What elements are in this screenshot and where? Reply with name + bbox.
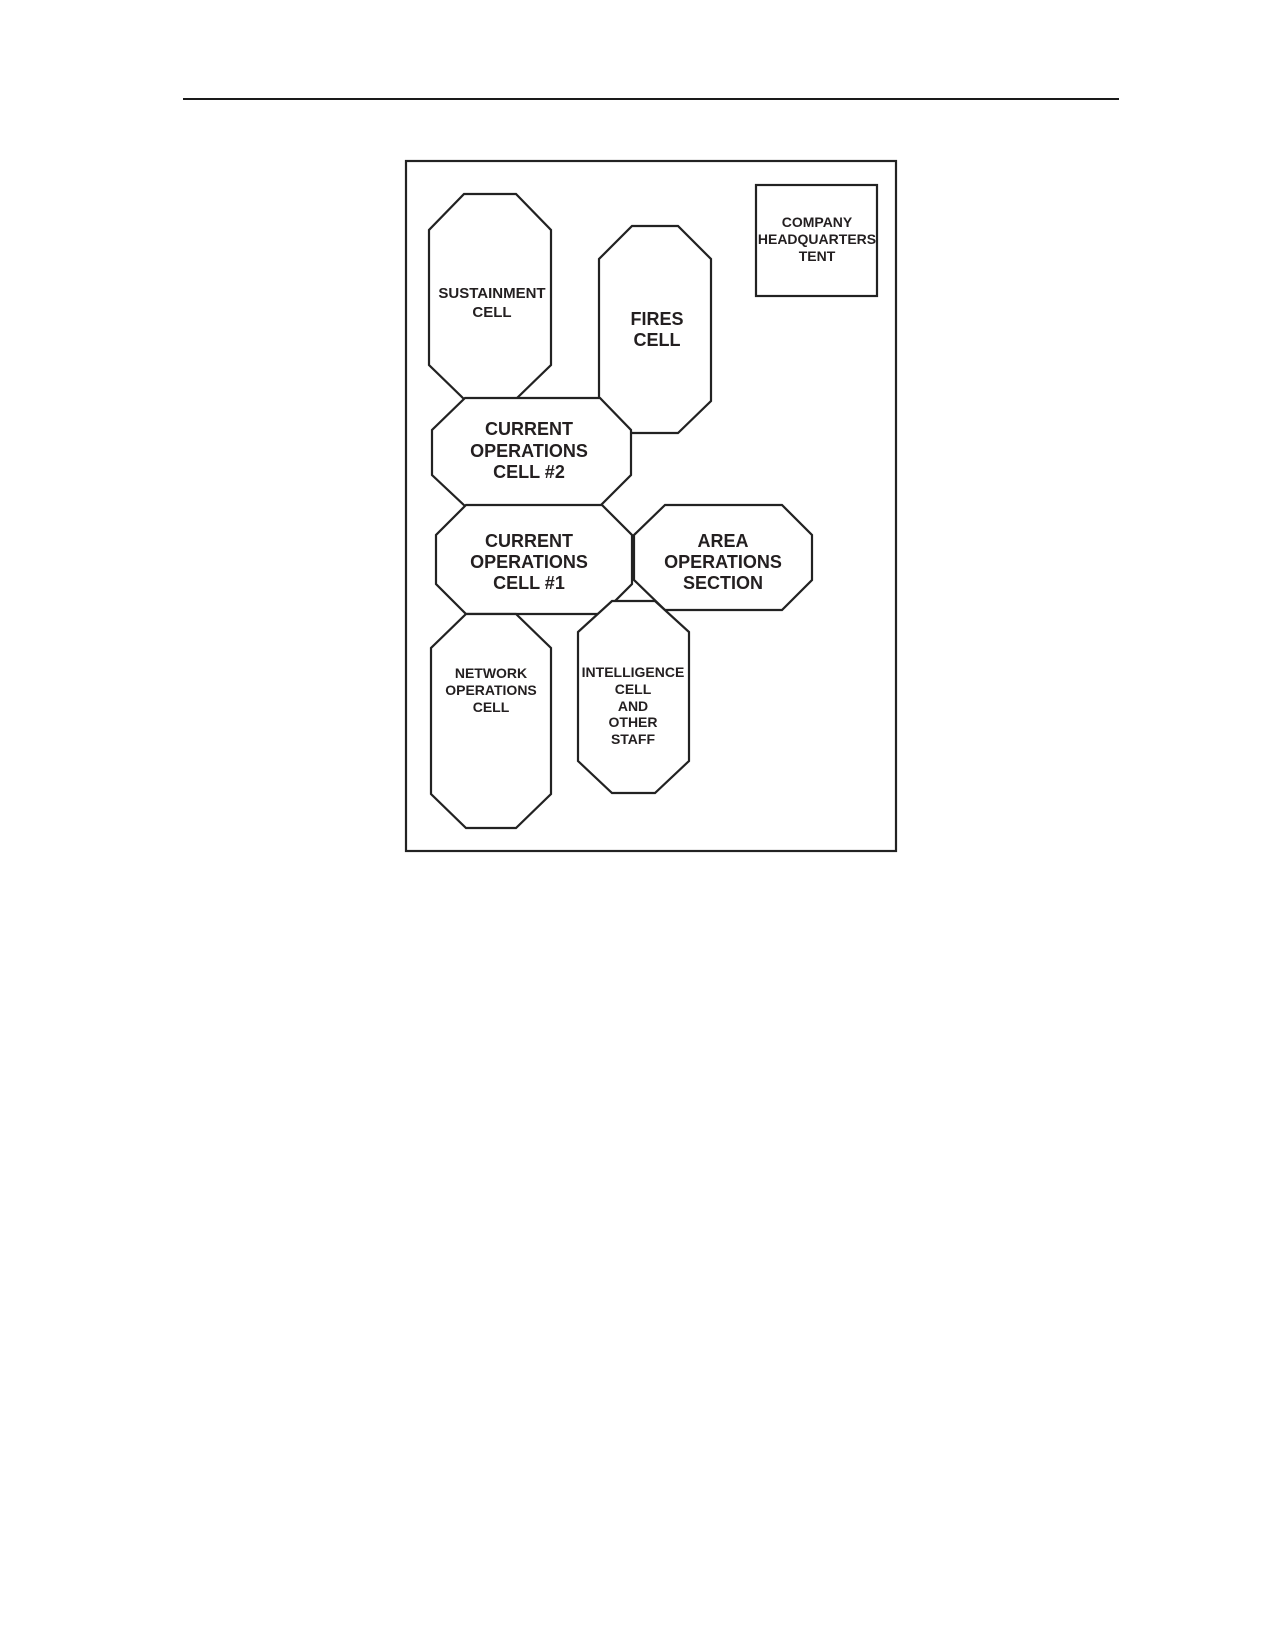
hq-label-line-1: COMPANY <box>782 214 853 230</box>
area-ops-label-line-1: AREA <box>697 531 748 551</box>
fires-label-line-1: FIRES <box>630 309 683 329</box>
fires-label-line-2: CELL <box>634 330 681 350</box>
network-ops-label-line-2: OPERATIONS <box>445 682 537 698</box>
current-ops-2-label-line-2: OPERATIONS <box>470 441 588 461</box>
current-operations-cell-1: CURRENT OPERATIONS CELL #1 <box>434 503 634 616</box>
current-ops-1-label-line-2: OPERATIONS <box>470 552 588 572</box>
current-operations-cell-2: CURRENT OPERATIONS CELL #2 <box>430 396 633 508</box>
fires-cell: FIRES CELL <box>597 224 713 435</box>
intel-label-line-1: INTELLIGENCE <box>582 664 685 680</box>
header-rule <box>183 98 1119 100</box>
network-operations-cell: NETWORK OPERATIONS CELL <box>429 612 553 830</box>
network-ops-label-line-3: CELL <box>473 699 510 715</box>
current-ops-2-label-line-3: CELL #2 <box>493 462 565 482</box>
current-ops-1-label-line-3: CELL #1 <box>493 573 565 593</box>
hq-label-line-3: TENT <box>799 248 836 264</box>
sustainment-label-line-1: SUSTAINMENT <box>438 285 545 302</box>
intel-label-line-2: CELL <box>615 681 652 697</box>
intel-label-line-4: OTHER <box>609 714 658 730</box>
intel-label-line-5: STAFF <box>611 731 656 747</box>
current-ops-2-label-line-1: CURRENT <box>485 419 573 439</box>
current-ops-1-label-line-1: CURRENT <box>485 531 573 551</box>
hq-label-line-2: HEADQUARTERS <box>758 231 876 247</box>
company-headquarters-tent: COMPANY HEADQUARTERS TENT <box>754 183 879 298</box>
area-operations-section: AREA OPERATIONS SECTION <box>632 503 814 612</box>
intelligence-cell-and-other-staff: INTELLIGENCE CELL AND OTHER STAFF <box>576 599 691 795</box>
layout-boundary <box>404 159 898 853</box>
sustainment-cell: SUSTAINMENT CELL <box>427 192 553 401</box>
area-ops-label-line-3: SECTION <box>683 573 763 593</box>
area-ops-label-line-2: OPERATIONS <box>664 552 782 572</box>
network-ops-label-line-1: NETWORK <box>455 665 527 681</box>
sustainment-label-line-2: CELL <box>472 304 511 321</box>
intel-label-line-3: AND <box>618 698 648 714</box>
